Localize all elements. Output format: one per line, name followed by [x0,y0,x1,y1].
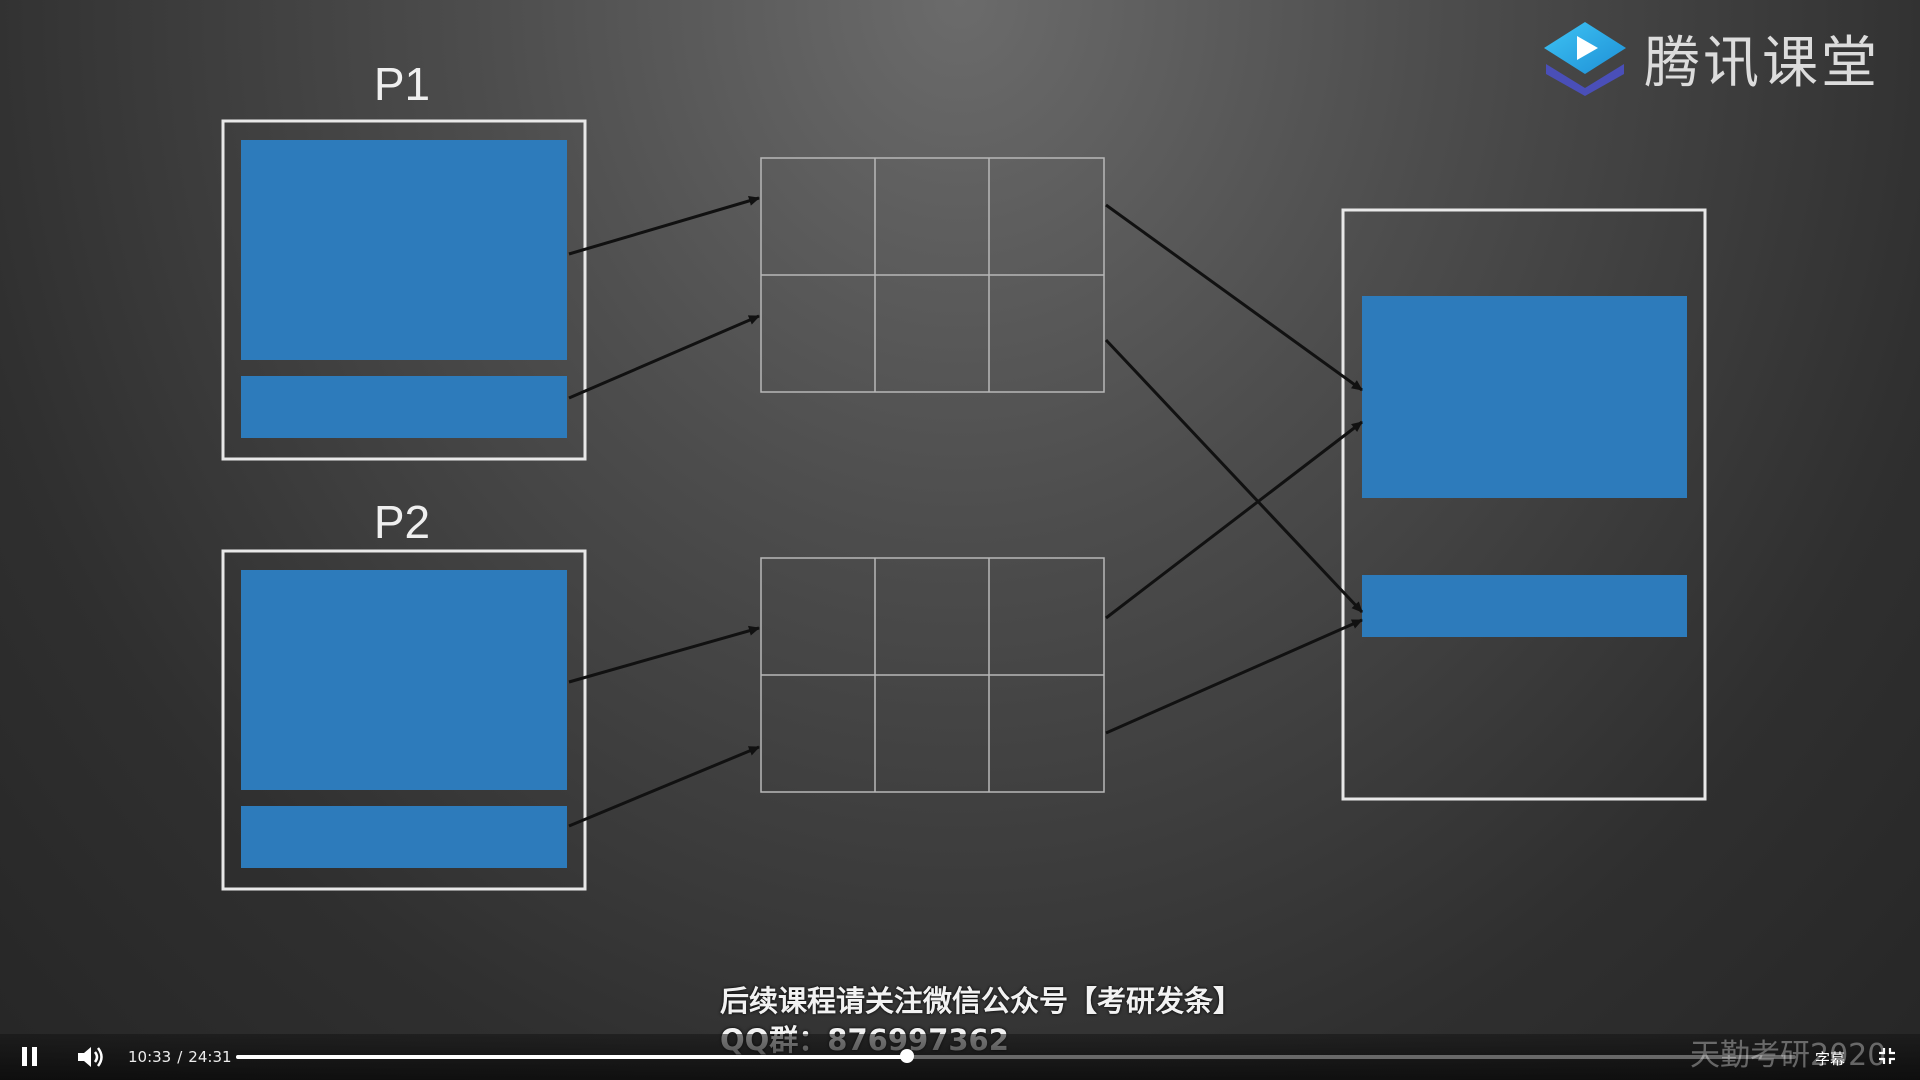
page-table-2 [760,557,1105,793]
video-area[interactable]: P1 P2 [0,0,1920,1057]
progress-played [236,1055,907,1059]
subtitle-line-1: 后续课程请关注微信公众号【考研发条】 [720,984,1243,1018]
duration: 24:31 [188,1048,232,1066]
current-time: 10:33 [128,1048,172,1066]
p1-block-large [241,140,567,360]
p1-label: P1 [374,58,430,110]
p2-box [221,549,587,891]
arrow-p2-large-to-table2 [568,625,760,684]
shared-block-large [1362,296,1687,498]
shared-memory-box [1341,208,1707,801]
player-control-bar: 10:33 / 24:31 字幕 [0,1034,1920,1080]
page-table-1 [760,157,1105,393]
arrow-p1-small-to-table1 [568,314,760,400]
pause-icon-bar [32,1047,37,1066]
exit-fullscreen-button[interactable] [1878,1047,1896,1065]
p2-label: P2 [374,496,430,548]
p2-block-large [241,570,567,790]
subtitles-button[interactable]: 字幕 [1815,1050,1846,1068]
arrow-p2-small-to-table2 [568,745,760,828]
p1-block-small [241,376,567,438]
slide-diagram: P1 P2 [221,58,1707,891]
shared-block-small [1362,575,1687,637]
arrow-table2-to-shared-small [1105,618,1363,735]
arrow-table2-to-shared-large [1105,420,1363,620]
volume-button[interactable] [76,1045,106,1069]
pause-icon [22,1047,27,1066]
arrow-p1-large-to-table1 [568,196,760,256]
watermark: 天勤考研2020 [1690,1038,1887,1073]
pause-button[interactable] [20,1047,40,1067]
progress-handle[interactable] [899,1049,914,1063]
arrow-table1-to-shared-small [1104,338,1364,614]
tencent-classroom-logo-icon [1544,22,1626,96]
progress-bar[interactable] [236,1049,1796,1063]
exit-fullscreen-icon [1879,1048,1895,1064]
time-separator: / [177,1048,183,1066]
logo-text: 腾讯课堂 [1644,30,1880,96]
p1-box [221,119,587,461]
tencent-classroom-logo: 腾讯课堂 [1540,18,1880,98]
time-display: 10:33 / 24:31 [128,1048,232,1066]
volume-icon [78,1047,103,1067]
p2-block-small [241,806,567,868]
arrow-table1-to-shared-large [1105,203,1363,392]
